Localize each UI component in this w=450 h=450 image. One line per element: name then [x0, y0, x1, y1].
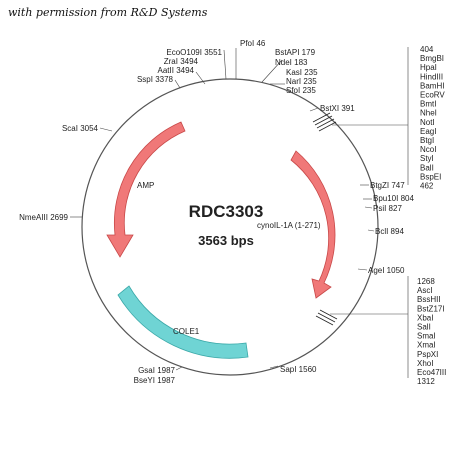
leader-eco0109i: [223, 49, 227, 80]
mcs-site-label: EcoRV: [420, 91, 445, 100]
mcs-site-label: 404: [420, 45, 434, 54]
mcs-site-label: EagI: [420, 127, 436, 136]
mcs-site-label: Eco47III: [417, 368, 446, 377]
leader-sapi: [269, 365, 279, 369]
mcs-site-label: BtgI: [420, 136, 434, 145]
site-label: PsiI 827: [373, 204, 402, 213]
site-label: BtgZI 747: [370, 181, 405, 190]
leader-scai: [99, 127, 113, 132]
mcs1-site-list: 404BmgBIHpaIHindIIIBamHIEcoRVBmtINheINot…: [420, 45, 445, 191]
leader-agei: [357, 268, 368, 271]
mcs-site-label: 1312: [417, 377, 435, 386]
plasmid-backbone: [81, 78, 379, 376]
mcs1-tick: [314, 115, 333, 126]
credit-text: with permission from R&D Systems: [8, 6, 208, 19]
leader-bstxi: [309, 107, 319, 112]
leader-bcli: [367, 229, 375, 232]
site-label: BseYI 1987: [134, 376, 176, 385]
mcs-site-label: 462: [420, 182, 434, 191]
plasmid-size: 3563 bps: [198, 233, 254, 248]
mcs-site-label: HpaI: [420, 63, 437, 72]
site-label: SapI 1560: [280, 365, 317, 374]
site-label: SspI 3378: [137, 75, 174, 84]
mcs2-bracket: [330, 276, 409, 378]
site-label: BstAPI 179: [275, 48, 316, 57]
site-label: NmeAIII 2699: [19, 213, 68, 222]
leader-bseyi: [175, 366, 183, 371]
leader-sspi: [174, 79, 181, 89]
mcs-site-label: BssHII: [417, 295, 441, 304]
cole1-label: COLE1: [173, 327, 200, 336]
mcs-site-label: BmgBI: [420, 54, 444, 63]
mcs-site-label: HindIII: [420, 72, 443, 81]
mcs-site-label: XhoI: [417, 359, 433, 368]
amp-arrow: [106, 121, 186, 258]
mcs-site-label: NheI: [420, 109, 437, 118]
leader-aatii: [195, 71, 206, 85]
mcs2-tick: [315, 315, 334, 326]
mcs-site-label: SalI: [417, 323, 431, 332]
mcs-site-label: NcoI: [420, 145, 436, 154]
mcs1-bracket: [332, 47, 409, 185]
amp-label: AMP: [137, 181, 154, 190]
site-label: NdeI 183: [275, 58, 308, 67]
site-label: PfoI 46: [240, 39, 266, 48]
mcs-site-label: AscI: [417, 286, 433, 295]
mcs-site-label: NotI: [420, 118, 435, 127]
mcs-site-label: XmaI: [417, 341, 436, 350]
mcs-site-label: BstZ17I: [417, 304, 445, 313]
site-label: BclI 894: [375, 227, 404, 236]
mcs1-tick: [316, 118, 335, 129]
leader-psii: [364, 206, 373, 209]
mcs-site-label: StyI: [420, 154, 434, 163]
mcs-site-label: BalI: [420, 163, 434, 172]
mcs-site-label: BspEI: [420, 172, 441, 181]
site-label: ScaI 3054: [62, 124, 99, 133]
site-label: BstXI 391: [320, 104, 355, 113]
mcs-site-label: XbaI: [417, 313, 433, 322]
site-label: AatII 3494: [158, 66, 195, 75]
mcs-site-label: BamHI: [420, 81, 444, 90]
mcs-site-label: BmtI: [420, 100, 436, 109]
mcs2-tick: [317, 312, 336, 323]
site-label: GsaI 1987: [138, 366, 175, 375]
site-label: NarI 235: [286, 77, 317, 86]
mcs-site-label: SmaI: [417, 332, 436, 341]
site-label: SfoI 235: [286, 86, 316, 95]
mcs2-site-list: 1268AscIBssHIIBstZ17IXbaISalISmaIXmaIPsp…: [417, 277, 446, 386]
plasmid-name: RDC3303: [189, 202, 264, 221]
site-label: KasI 235: [286, 68, 318, 77]
leader-ndei: [261, 59, 283, 83]
site-label: Bpu10I 804: [373, 194, 414, 203]
site-label: EcoO109I 3551: [166, 48, 222, 57]
mcs-site-label: 1268: [417, 277, 435, 286]
cole1-arc: [117, 285, 249, 359]
mcs1-tick: [318, 121, 337, 132]
mcs-site-label: PspXI: [417, 350, 438, 359]
insert-arrow: [290, 150, 336, 299]
site-label: ZraI 3494: [164, 57, 199, 66]
insert-label: cynoIL-1A (1-271): [257, 221, 321, 230]
mcs1-tick: [312, 112, 331, 123]
site-label: AgeI 1050: [368, 266, 405, 275]
mcs2-tick: [319, 309, 338, 320]
